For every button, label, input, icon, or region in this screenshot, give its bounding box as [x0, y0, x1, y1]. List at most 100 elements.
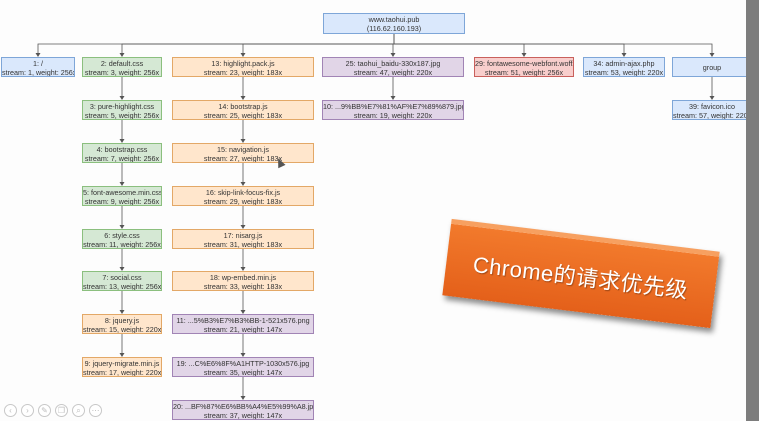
arrowhead-n18	[240, 267, 246, 271]
node-label: 8: jquery.js	[104, 316, 140, 325]
pages-icon[interactable]: ❐	[55, 404, 68, 417]
node-label: 10: ...9%BB%E7%81%AF%E7%89%879.jpg	[323, 102, 464, 111]
node-stream: stream: 5, weight: 256x	[84, 111, 160, 120]
node-stream: stream: 47, weight: 220x	[353, 68, 433, 77]
node-label: 7: social.css	[102, 273, 142, 282]
node-stream: stream: 7, weight: 256x	[84, 154, 160, 163]
node-group: group	[672, 57, 746, 77]
node-label: 20: ...BF%87%E6%BB%A4%E5%99%A8.jpg	[173, 402, 314, 411]
node-label: 16: skip-link-focus-fix.js	[205, 188, 281, 197]
forward-icon[interactable]: ›	[21, 404, 34, 417]
arrowhead-n1	[35, 53, 41, 57]
back-icon[interactable]: ‹	[4, 404, 17, 417]
node-label: 39: favicon.ico	[689, 102, 735, 111]
arrowhead-n10	[390, 96, 396, 100]
node-label: 4: bootstrap.css	[96, 145, 148, 154]
node-stream: stream: 9, weight: 256x	[84, 197, 160, 206]
node-stream: stream: 25, weight: 183x	[203, 111, 283, 120]
node-label: 3: pure-highlight.css	[89, 102, 155, 111]
node-label: group	[702, 63, 722, 72]
node-stream: stream: 37, weight: 147x	[203, 411, 283, 420]
arrowhead-n8	[119, 310, 125, 314]
node-stream: stream: 19, weight: 220x	[353, 111, 433, 120]
pen-icon[interactable]: ✎	[38, 404, 51, 417]
arrowhead-n39	[709, 96, 715, 100]
banner-title: Chrome的请求优先级	[471, 251, 690, 304]
node-stream: stream: 23, weight: 183x	[203, 68, 283, 77]
node-stream: (116.62.160.193)	[366, 24, 422, 33]
arrowhead-n2	[119, 53, 125, 57]
zoom-icon[interactable]: ⌕	[72, 404, 85, 417]
node-stream: stream: 15, weight: 220x	[83, 325, 162, 334]
arrowhead-n17	[240, 225, 246, 229]
player-controls: ‹ › ✎ ❐ ⌕ ⋯	[4, 404, 102, 417]
node-stream: stream: 13, weight: 256x	[83, 282, 162, 291]
node-label: 18: wp-embed.min.js	[209, 273, 277, 282]
arrowhead-n34	[621, 53, 627, 57]
node-stream: stream: 33, weight: 183x	[203, 282, 283, 291]
node-stream: stream: 29, weight: 183x	[203, 197, 283, 206]
arrowhead-n6	[119, 225, 125, 229]
window-edge	[746, 0, 759, 421]
node-label: 11: ...5%B3%E7%B3%BB-1-521x576.png	[176, 316, 310, 325]
node-label: 15: navigation.js	[217, 145, 269, 154]
node-label: 9: jquery-migrate.min.js	[84, 359, 160, 368]
node-label: 34: admin-ajax.php	[593, 59, 655, 68]
node-label: 1: /	[33, 59, 43, 68]
node-label: 29: fontawesome-webfont.woff2	[475, 59, 574, 68]
node-label: 14: bootstrap.js	[218, 102, 268, 111]
node-stream: stream: 51, weight: 256x	[484, 68, 564, 77]
node-label: 13: highlight.pack.js	[211, 59, 275, 68]
node-stream: stream: 11, weight: 256x	[83, 240, 161, 249]
arrowhead-n15	[240, 139, 246, 143]
arrowhead-n29	[521, 53, 527, 57]
arrowhead-n7	[119, 267, 125, 271]
arrowhead-n13	[240, 53, 246, 57]
node-stream: stream: 57, weight: 220x	[673, 111, 746, 120]
arrowhead-n19	[240, 353, 246, 357]
arrowhead-n3	[119, 96, 125, 100]
edge-root-n13	[242, 34, 395, 54]
node-label: 25: taohui_baidu-330x187.jpg	[345, 59, 441, 68]
node-stream: stream: 3, weight: 256x	[84, 68, 160, 77]
node-stream: stream: 27, weight: 183x	[203, 154, 283, 163]
node-stream: stream: 21, weight: 147x	[203, 325, 283, 334]
node-label: 5: font-awesome.min.css	[83, 188, 162, 197]
node-label: 17: nisarg.js	[223, 231, 263, 240]
arrowhead-n11	[240, 310, 246, 314]
node-label: 6: style.css	[104, 231, 140, 240]
node-label: 2: default.css	[100, 59, 144, 68]
more-icon[interactable]: ⋯	[89, 404, 102, 417]
node-stream: stream: 35, weight: 147x	[203, 368, 283, 377]
arrowhead-n5	[119, 182, 125, 186]
node-label: www.taohui.pub	[368, 15, 420, 24]
arrowhead-n20	[240, 396, 246, 400]
arrowhead-n16	[240, 182, 246, 186]
arrowhead-group	[709, 53, 715, 57]
node-stream: stream: 53, weight: 220x	[584, 68, 664, 77]
node-stream: stream: 17, weight: 220x	[83, 368, 162, 377]
node-root: www.taohui.pub(116.62.160.193)	[323, 13, 465, 34]
arrowhead-n25	[390, 53, 396, 57]
node-stream: stream: 31, weight: 183x	[203, 240, 283, 249]
node-label: 19: ...C%E6%8F%A1HTTP-1030x576.jpg	[176, 359, 310, 368]
